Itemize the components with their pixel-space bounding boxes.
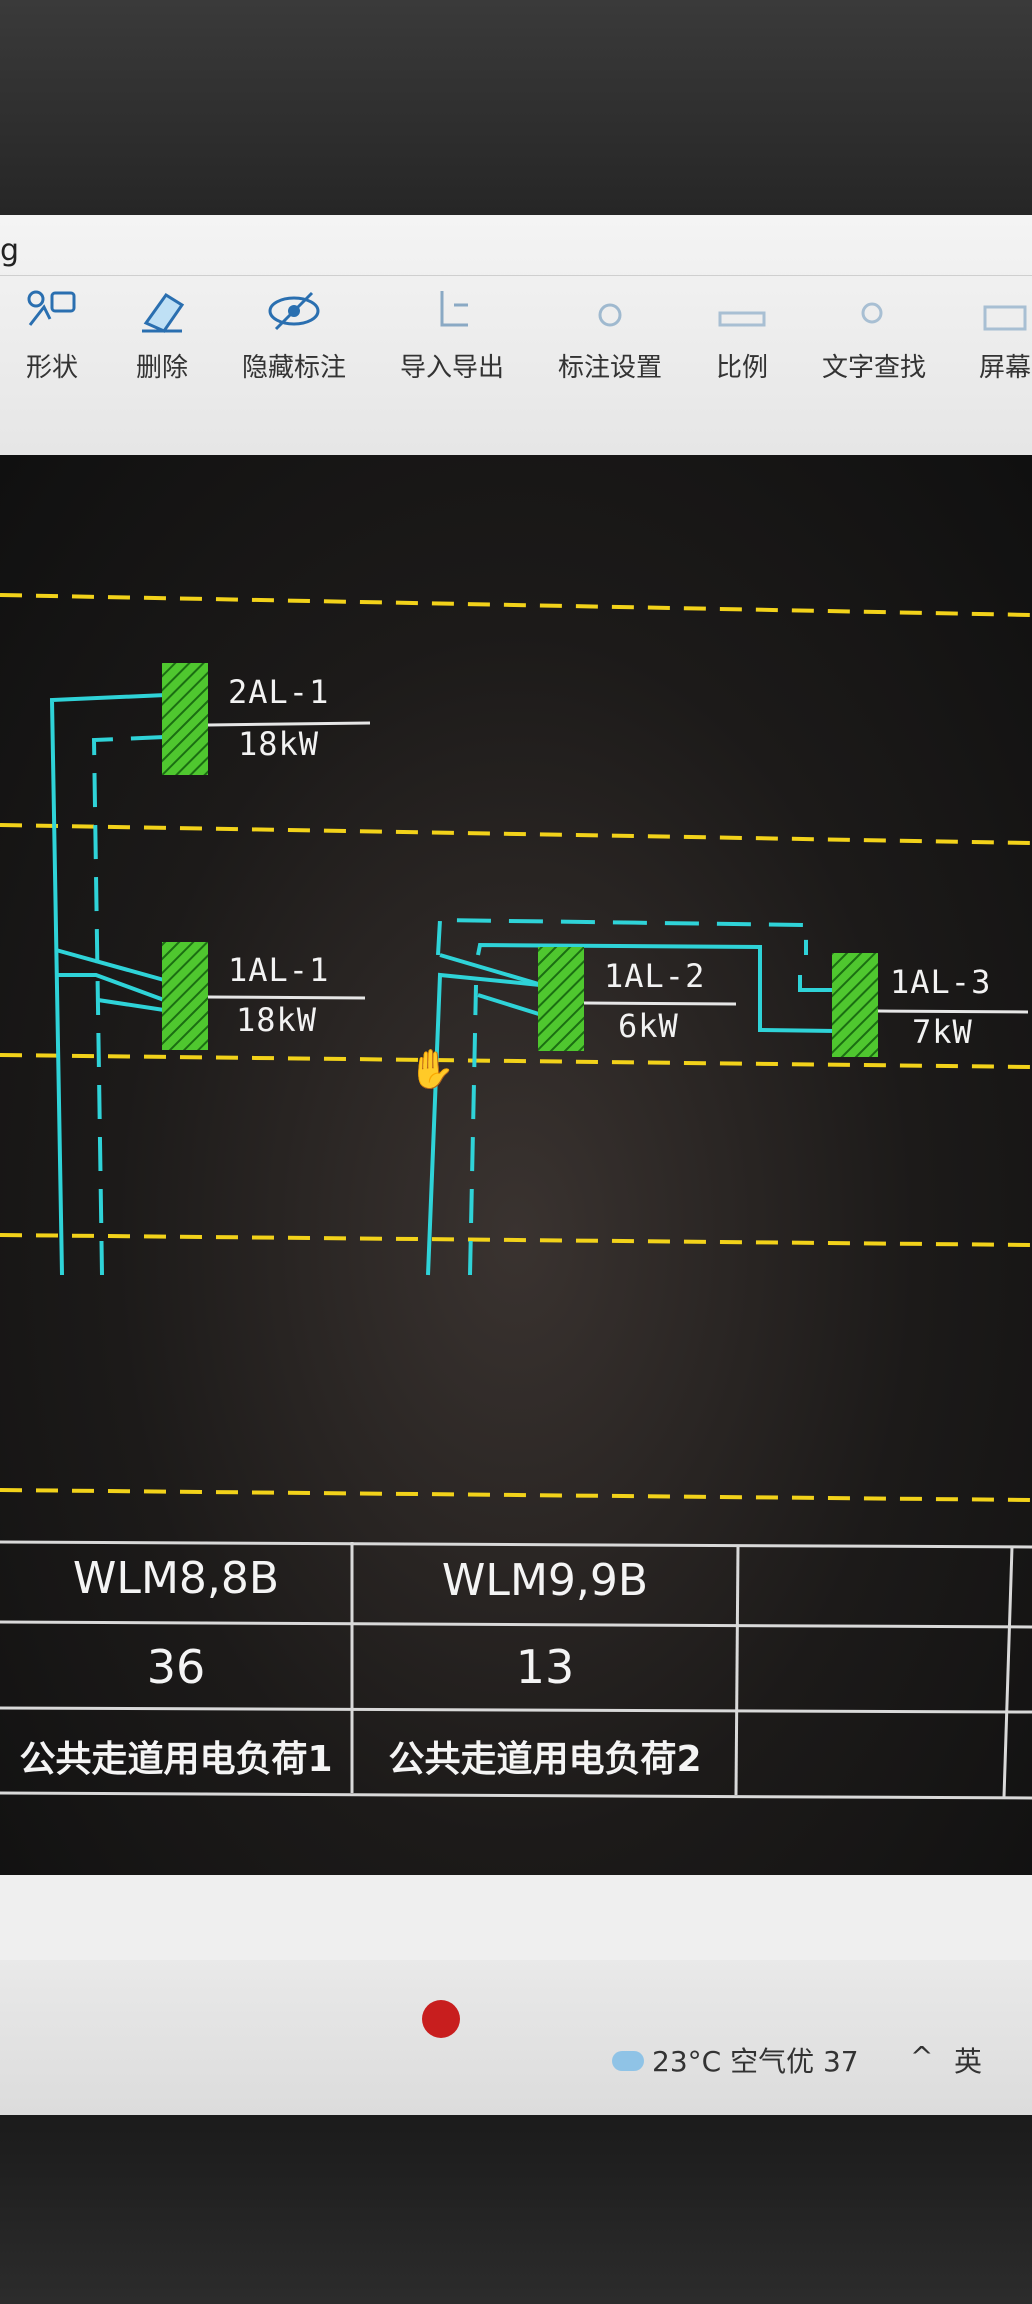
- tool-label-annotation-settings: 标注设置: [558, 353, 663, 383]
- legend-table-grid: [0, 1540, 1032, 1800]
- tool-label-import-export: 导入导出: [400, 353, 505, 383]
- label-underline: [877, 1009, 1029, 1014]
- tool-hide-annotation[interactable]: 隐藏标注: [242, 285, 346, 384]
- tool-text-search[interactable]: 文字查找: [822, 285, 926, 384]
- ruler-icon: [712, 285, 772, 337]
- app-icon-red[interactable]: [422, 2000, 460, 2038]
- wire-dashed: [91, 735, 167, 1276]
- tool-import-export[interactable]: 导入导出: [400, 285, 504, 384]
- window-title: g: [0, 233, 20, 268]
- panel-name-2al-1: 2AL-1: [228, 673, 330, 711]
- panel-box-1al-1: [162, 942, 208, 1050]
- label-underline: [207, 995, 366, 1000]
- panel-power-2al-1: 18kW: [238, 725, 320, 763]
- ime-indicator[interactable]: 英: [954, 2045, 983, 2078]
- tool-label-hide-annotation: 隐藏标注: [242, 353, 347, 383]
- eraser-icon: [132, 285, 192, 337]
- label-underline: [207, 721, 371, 727]
- hide-eye-icon: [264, 285, 324, 337]
- tool-label-shape: 形状: [25, 353, 78, 383]
- wire-solid: [97, 998, 165, 1012]
- floor-line: [0, 1488, 1032, 1502]
- wire-solid: [426, 972, 541, 1276]
- description-cell-1: 公共走道用电负荷1: [19, 1739, 333, 1780]
- panel-name-1al-3: 1AL-3: [890, 963, 992, 1001]
- cad-drawing-canvas[interactable]: 2AL-1 18kW 1AL-1 18kW 1AL-2 6kW 1AL-3 7k…: [0, 455, 1032, 1875]
- value-cell-2: 13: [515, 1640, 575, 1694]
- tool-delete[interactable]: 删除: [132, 285, 192, 384]
- horizontal-scrollbar[interactable]: [0, 1875, 1032, 1960]
- panel-box-2al-1: [162, 663, 208, 775]
- toolbar: g 形状 删除 隐藏标注: [0, 215, 1032, 455]
- floor-line: [0, 593, 1032, 617]
- label-underline: [583, 1001, 737, 1006]
- tool-label-delete: 删除: [135, 353, 188, 383]
- shape-icon: [22, 285, 82, 337]
- wire-solid: [798, 975, 836, 992]
- panel-box-1al-3: [832, 953, 878, 1057]
- floor-line: [0, 1233, 1032, 1247]
- tool-shape[interactable]: 形状: [22, 285, 82, 384]
- wire-dashed: [468, 984, 478, 1276]
- floor-line: [0, 1053, 1032, 1069]
- tray-caret[interactable]: ^: [910, 2040, 934, 2073]
- monitor-bezel-top: [0, 0, 1032, 215]
- wire-solid: [55, 948, 165, 982]
- tool-scale[interactable]: 比例: [712, 285, 772, 384]
- cloud-icon: [612, 2051, 644, 2071]
- description-cell-2: 公共走道用电负荷2: [388, 1739, 702, 1780]
- circuit-cell-2: WLM9,9B: [441, 1555, 649, 1606]
- wire-solid: [476, 942, 837, 1033]
- hand-cursor-icon: ✋: [408, 1047, 456, 1091]
- panel-power-1al-3: 7kW: [912, 1013, 973, 1051]
- screen: g 形状 删除 隐藏标注: [0, 215, 1032, 2115]
- wire-solid: [56, 973, 165, 1002]
- wire-solid: [477, 993, 543, 1017]
- tool-label-text-search: 文字查找: [822, 353, 927, 383]
- wire-solid: [439, 953, 543, 987]
- taskbar: [0, 1960, 1032, 2115]
- tool-annotation-settings[interactable]: 标注设置: [558, 285, 662, 384]
- panel-name-1al-2: 1AL-2: [604, 957, 706, 995]
- text-search-icon: [844, 285, 904, 337]
- tool-screen[interactable]: 屏幕: [975, 285, 1032, 384]
- panel-power-1al-1: 18kW: [236, 1001, 318, 1039]
- wire-dashed: [436, 917, 808, 956]
- toolbar-divider: [0, 275, 1032, 276]
- panel-box-1al-2: [538, 947, 584, 1051]
- floor-line: [0, 823, 1032, 845]
- circuit-cell-1: WLM8,8B: [72, 1553, 280, 1604]
- tool-label-screen: 屏幕: [978, 353, 1031, 383]
- panel-power-1al-2: 6kW: [618, 1007, 679, 1045]
- tool-label-scale: 比例: [715, 353, 768, 383]
- screen-icon: [975, 285, 1032, 337]
- annotation-settings-icon: [580, 285, 640, 337]
- panel-name-1al-1: 1AL-1: [228, 951, 330, 989]
- wire-solid: [49, 693, 167, 1276]
- import-export-icon: [422, 285, 482, 337]
- monitor-bezel-bottom: [0, 2115, 1032, 2304]
- weather-text: 23°C 空气优 37: [652, 2045, 859, 2078]
- drawing-svg: [0, 593, 1032, 1800]
- value-cell-1: 36: [146, 1640, 206, 1694]
- weather-widget[interactable]: 23°C 空气优 37: [612, 2040, 859, 2080]
